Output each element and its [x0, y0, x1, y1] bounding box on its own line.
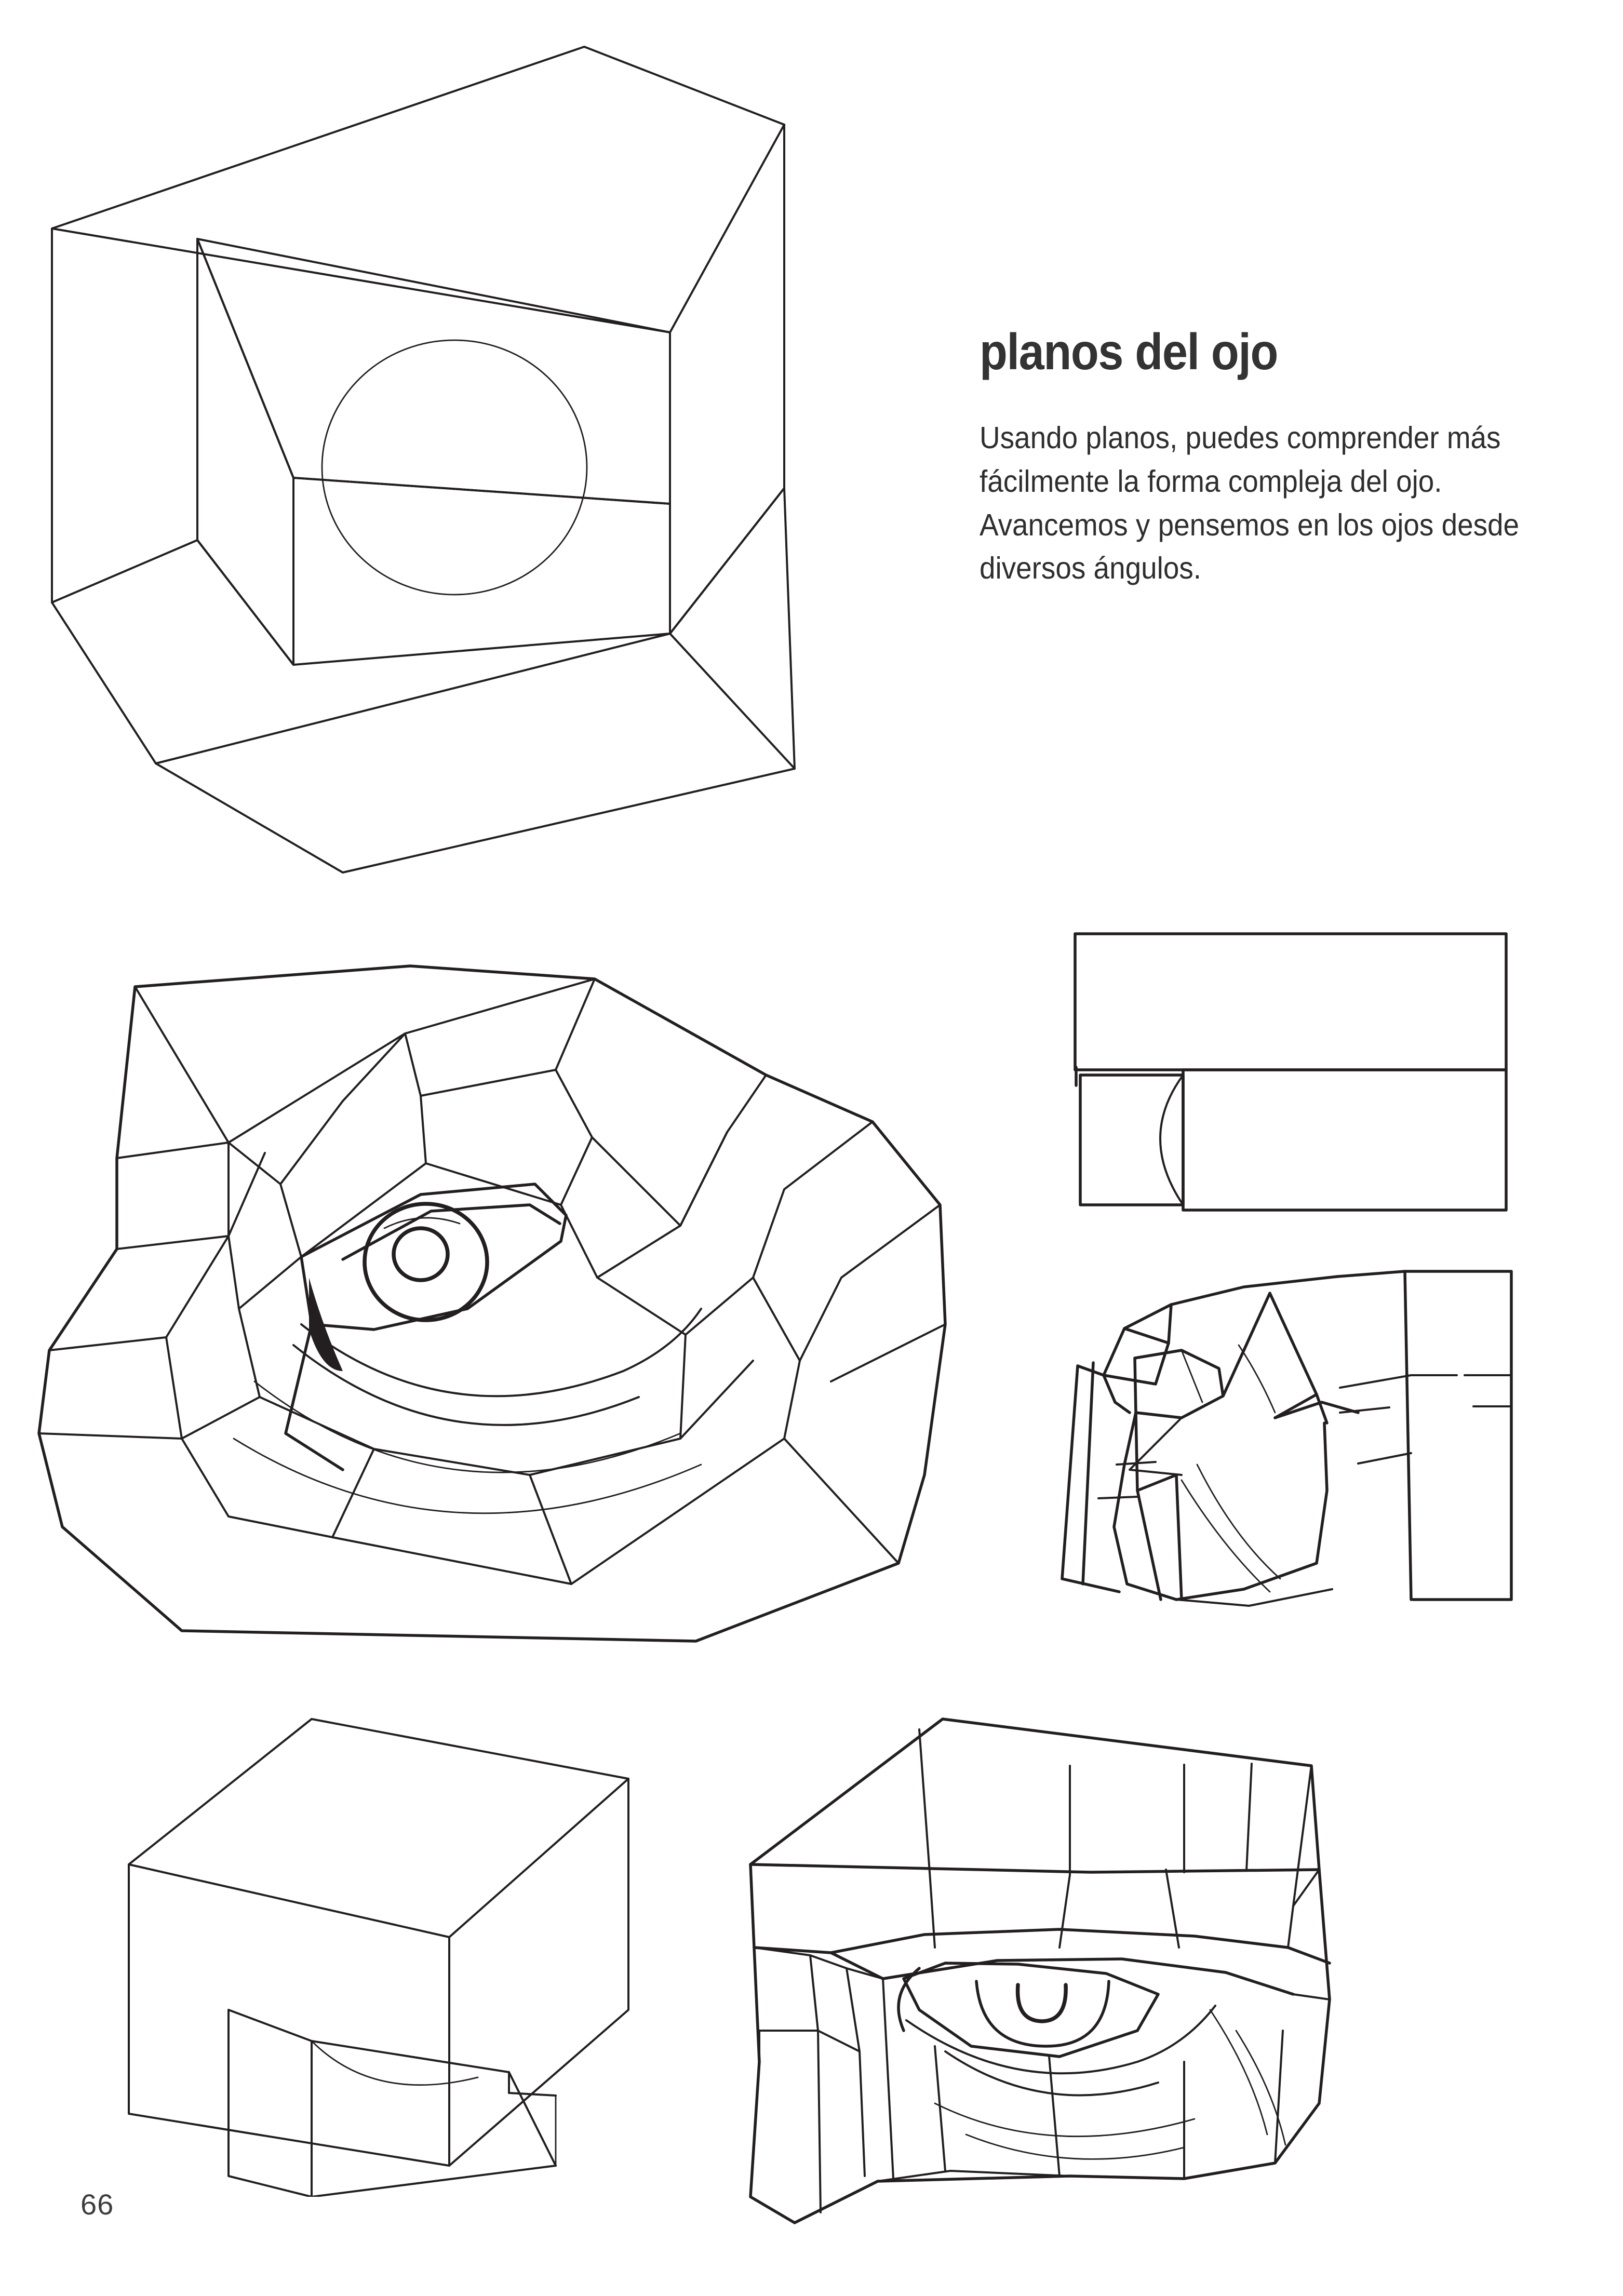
- page-title: planos del ojo: [980, 323, 1278, 380]
- figure-faceted-eye-from-above: [749, 1717, 1331, 2224]
- figure-eye-socket-block-three-quarter: [51, 46, 796, 874]
- figure-eye-socket-block-profile: [1074, 932, 1508, 1212]
- figure-faceted-eye-profile-view: [1061, 1270, 1513, 1607]
- body-paragraph: Usando planos, puedes comprender más fác…: [980, 421, 1520, 586]
- page-number: 66: [81, 2188, 114, 2221]
- figure-eye-socket-block-from-above: [128, 1718, 629, 2197]
- figure-faceted-eye-front-view: [37, 964, 947, 1643]
- text-column: planos del ojo Usando planos, puedes com…: [980, 326, 1546, 590]
